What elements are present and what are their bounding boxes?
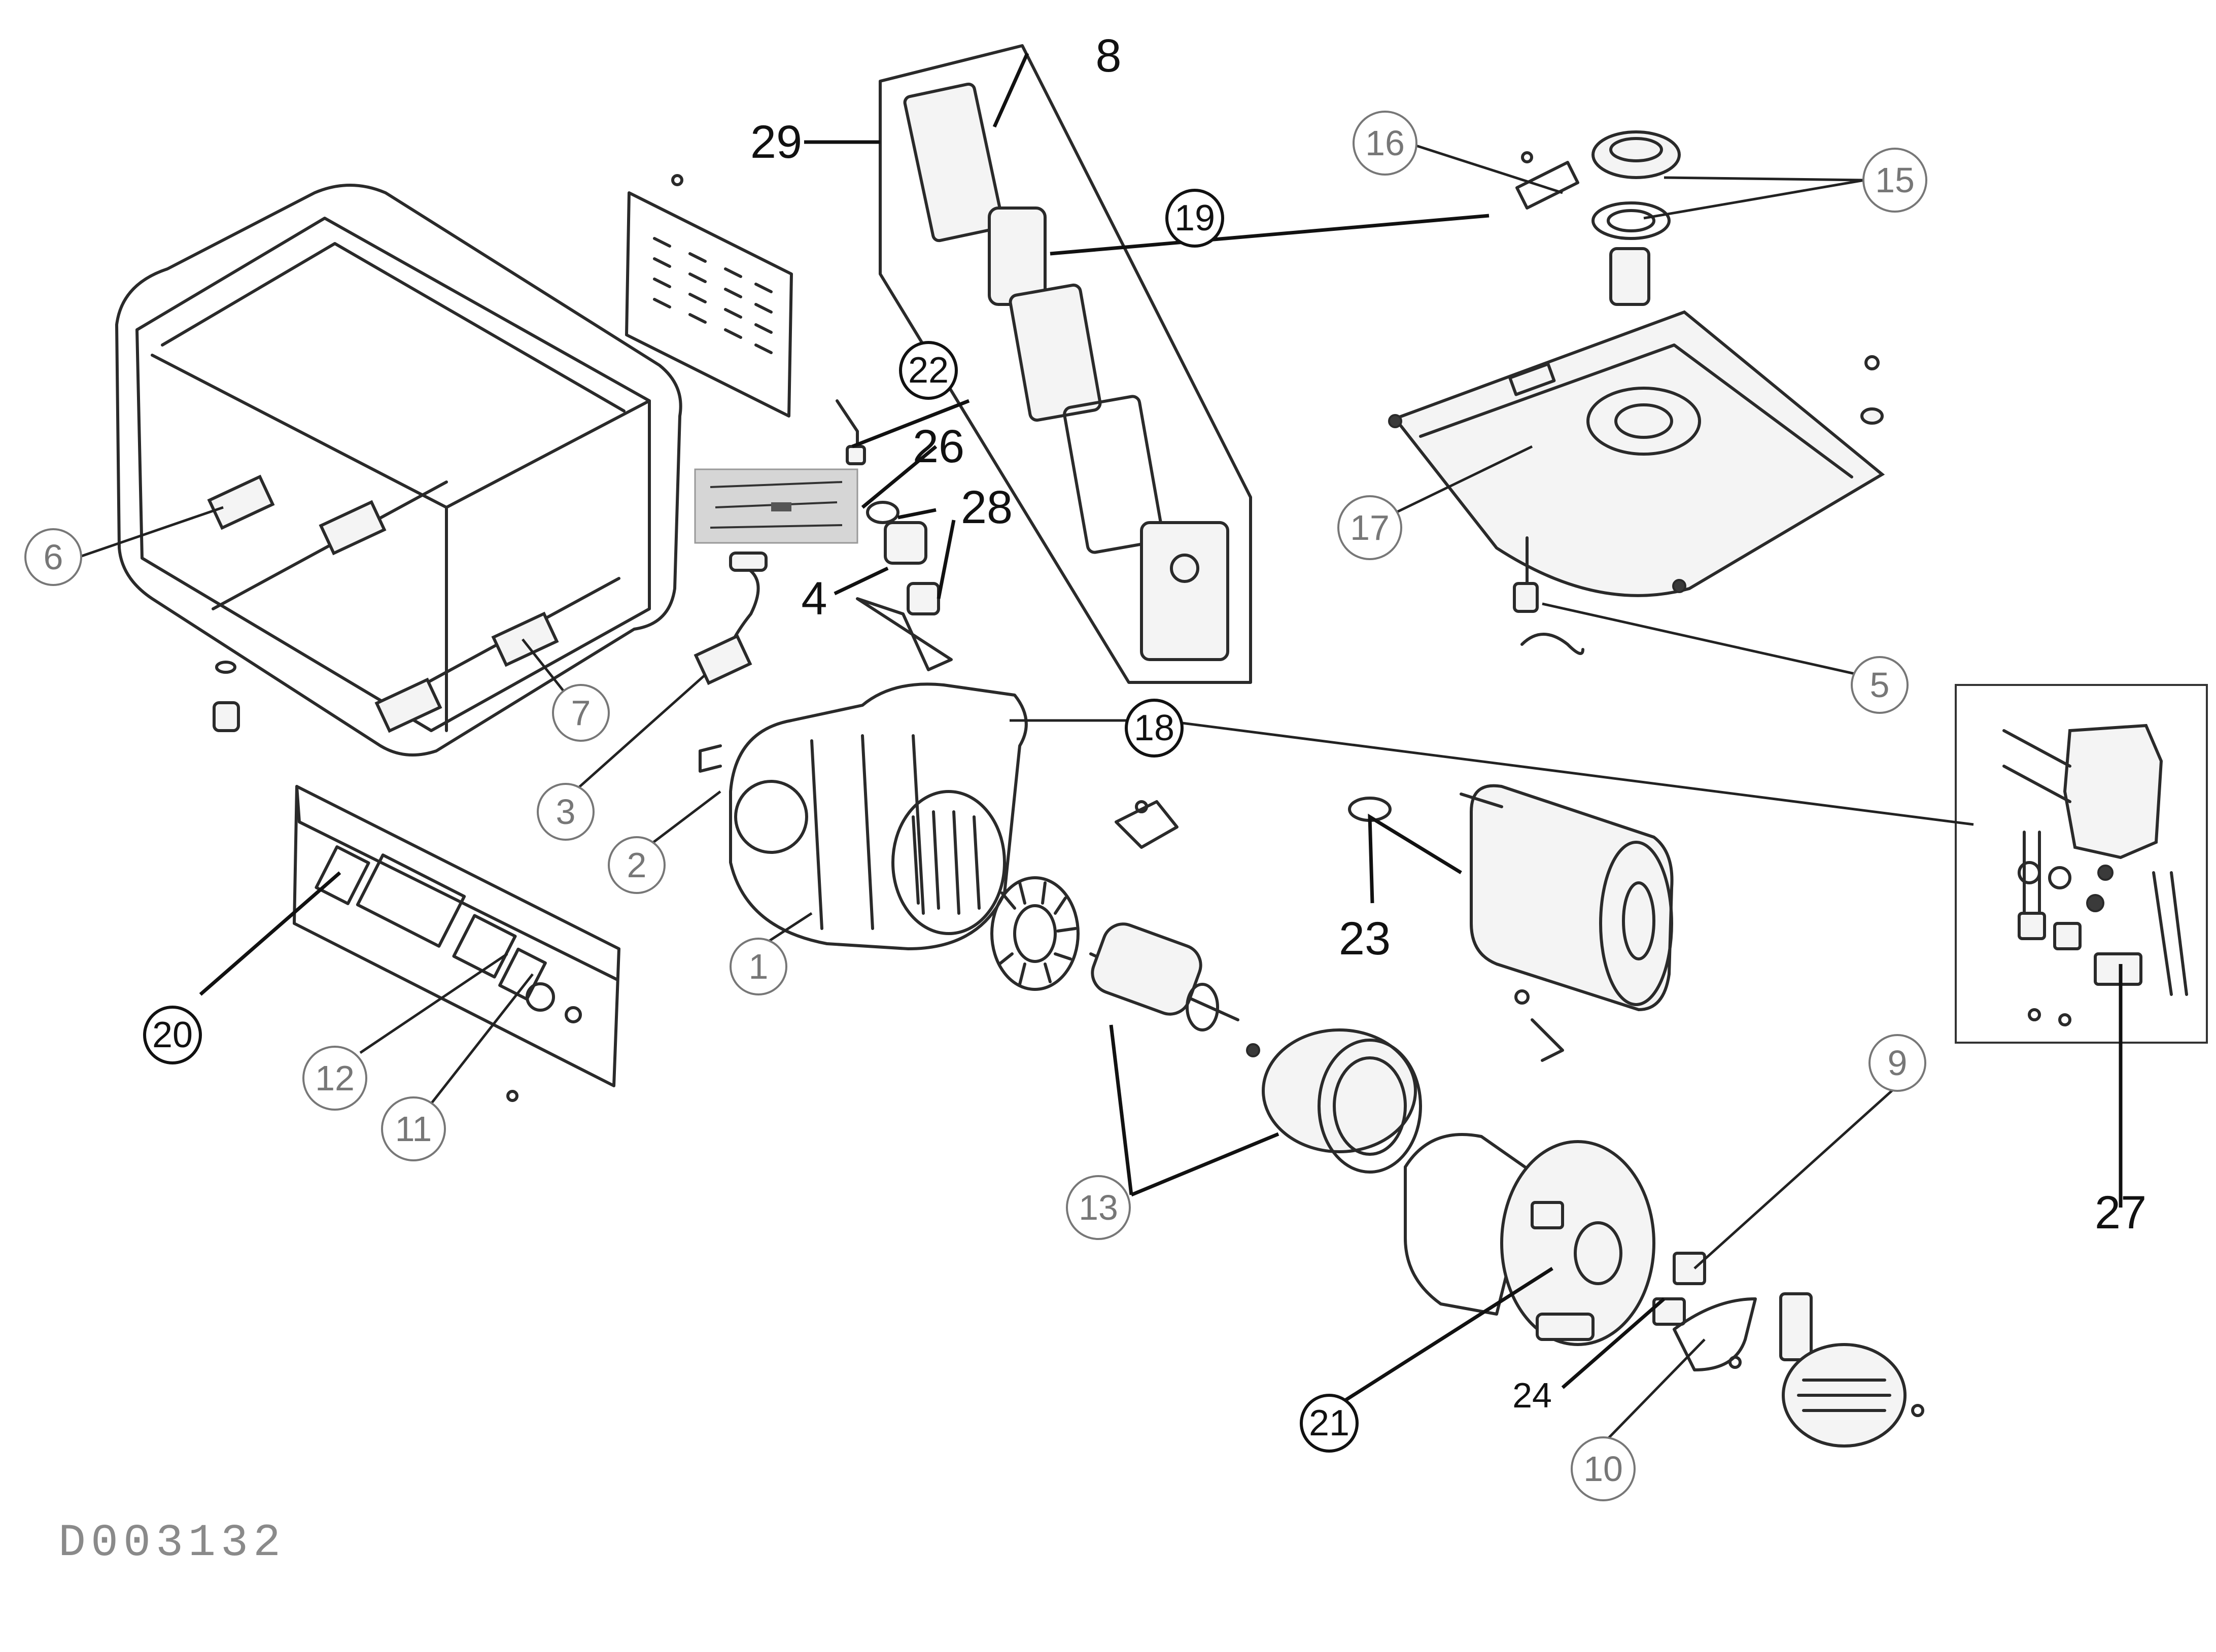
air-filter-assembly xyxy=(879,44,1252,684)
callout-2: 2 xyxy=(608,836,666,894)
louvered-side-panel xyxy=(625,174,793,418)
callout-10: 10 xyxy=(1571,1436,1636,1501)
fuel-valve xyxy=(1513,536,1584,655)
brush-holder xyxy=(1652,1252,1706,1326)
callout-18: 18 xyxy=(1125,699,1184,758)
cylinder-head-inset xyxy=(1955,684,2208,1044)
callout-7: 7 xyxy=(552,684,610,742)
callout-13: 13 xyxy=(1066,1175,1131,1240)
callout-22: 22 xyxy=(899,341,958,400)
svg-text:9: 9 xyxy=(1888,1043,1908,1083)
ignition-coil xyxy=(694,552,768,685)
callout-1: 1 xyxy=(730,938,787,995)
svg-text:15: 15 xyxy=(1875,160,1915,200)
callout-19: 19 xyxy=(1165,189,1224,248)
fuel-cap xyxy=(1591,130,1681,306)
rubber-mount xyxy=(213,661,240,732)
svg-text:5: 5 xyxy=(1870,665,1890,705)
callout-11: 11 xyxy=(381,1096,446,1161)
muffler xyxy=(1348,784,1674,1062)
tank-bracket xyxy=(1515,151,1579,210)
svg-text:18: 18 xyxy=(1134,708,1174,748)
label-24: 24 xyxy=(1512,1375,1552,1415)
engine-block xyxy=(699,682,1028,950)
label-26: 26 xyxy=(913,421,964,472)
svg-text:16: 16 xyxy=(1365,123,1405,163)
generator-end-housing xyxy=(1404,1133,1655,1346)
label-29: 29 xyxy=(750,116,802,168)
callout-20: 20 xyxy=(143,1006,202,1064)
end-cover xyxy=(1673,1297,1757,1371)
svg-text:13: 13 xyxy=(1079,1188,1118,1227)
drawing-code: D003132 xyxy=(58,1518,286,1569)
svg-text:6: 6 xyxy=(44,537,63,577)
tank-fasteners xyxy=(1860,355,1884,425)
callout-5: 5 xyxy=(1851,656,1909,714)
callout-16: 16 xyxy=(1353,111,1417,176)
svg-text:19: 19 xyxy=(1174,198,1215,238)
label-28: 28 xyxy=(961,481,1013,533)
callout-15: 15 xyxy=(1862,148,1927,213)
leader-lines xyxy=(78,52,2123,1442)
svg-text:21: 21 xyxy=(1309,1403,1349,1443)
svg-text:7: 7 xyxy=(571,693,591,733)
fuel-line-photo-inset xyxy=(694,468,858,544)
callout-3: 3 xyxy=(537,783,595,841)
carburetor-group xyxy=(856,501,953,671)
callout-6: 6 xyxy=(24,528,82,586)
stator xyxy=(1262,1028,1422,1174)
svg-text:10: 10 xyxy=(1583,1449,1623,1489)
choke-lever xyxy=(836,399,866,465)
svg-text:12: 12 xyxy=(315,1058,355,1098)
callout-9: 9 xyxy=(1868,1034,1926,1092)
svg-text:3: 3 xyxy=(556,792,576,832)
rear-grille xyxy=(1728,1292,1924,1448)
svg-text:22: 22 xyxy=(908,350,949,391)
svg-text:20: 20 xyxy=(152,1015,193,1055)
engine-bracket xyxy=(1115,800,1179,849)
svg-text:2: 2 xyxy=(627,845,647,885)
label-4: 4 xyxy=(801,573,827,625)
rotor xyxy=(1089,922,1260,1057)
label-8: 8 xyxy=(1095,30,1121,82)
label-27: 27 xyxy=(2095,1187,2146,1238)
cooling-fan xyxy=(990,876,1080,991)
svg-text:1: 1 xyxy=(749,947,769,986)
svg-text:17: 17 xyxy=(1350,508,1390,547)
generator-frame xyxy=(115,184,682,756)
callout-17: 17 xyxy=(1337,495,1402,560)
callout-21: 21 xyxy=(1300,1394,1359,1453)
label-23: 23 xyxy=(1339,913,1391,965)
svg-text:11: 11 xyxy=(395,1109,432,1149)
callout-12: 12 xyxy=(302,1046,367,1111)
fuel-tank xyxy=(1388,310,1885,597)
